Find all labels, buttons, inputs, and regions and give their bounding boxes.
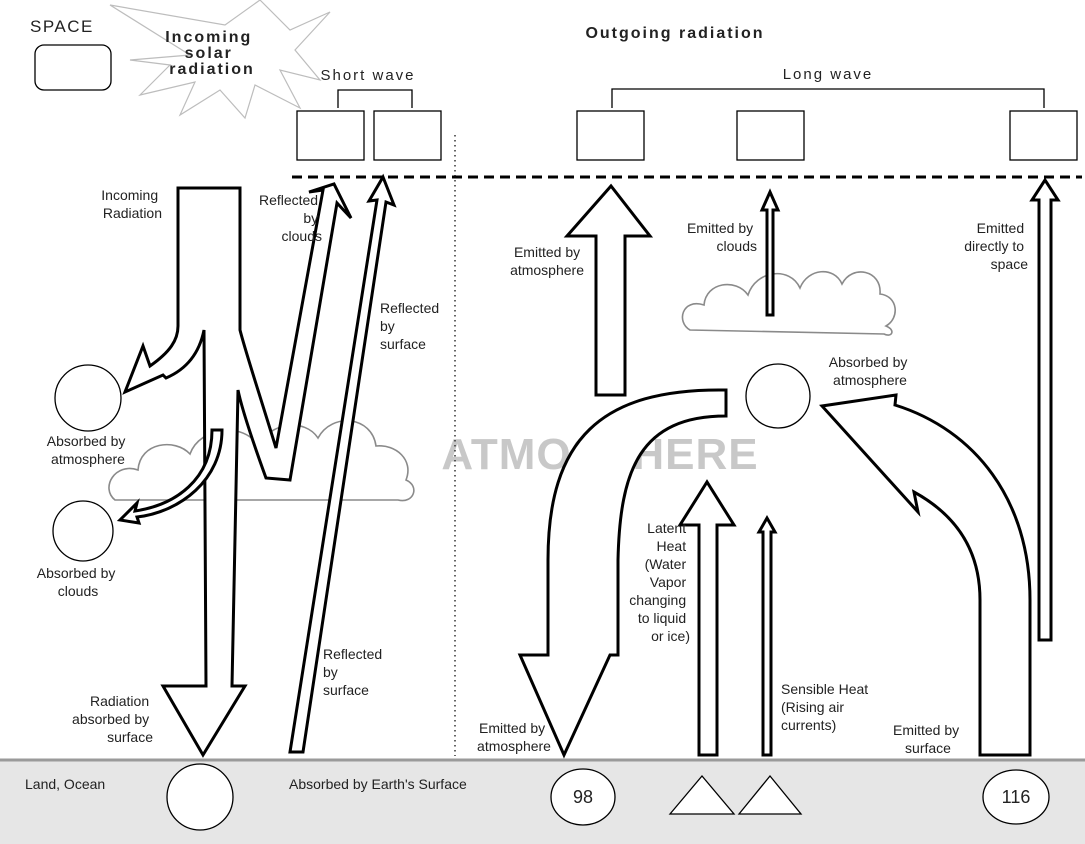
surface-absorbed-circle[interactable] — [167, 764, 233, 830]
reflected-by-surface-upper-label: Reflected by surface — [380, 300, 443, 352]
emitted-by-atmosphere-up-arrow — [567, 186, 650, 395]
emitted-by-surface-label: Emitted by surface — [893, 722, 963, 756]
right-cloud — [682, 272, 895, 335]
emitted-by-atmosphere-up-label: Emitted by atmosphere — [510, 244, 584, 278]
sensible-heat-arrow — [759, 518, 775, 755]
short-wave-clouds-box[interactable] — [297, 111, 364, 160]
absorbed-by-atmosphere-right-circle[interactable] — [746, 364, 810, 428]
latent-heat-label: Latent Heat (Water Vapor changing to liq… — [629, 520, 690, 644]
outgoing-heading: Outgoing radiation — [585, 25, 764, 42]
long-wave-clouds-box[interactable] — [737, 111, 804, 160]
emitted-by-surface-arrow — [822, 395, 1030, 755]
value-98: 98 — [573, 787, 593, 807]
long-wave-direct-box[interactable] — [1010, 111, 1077, 160]
absorbed-by-clouds-circle[interactable] — [53, 501, 113, 561]
land-ocean-label: Land, Ocean — [25, 776, 105, 792]
incoming-solar-heading: Incoming solar radiation — [165, 29, 259, 78]
emitted-by-clouds-label: Emitted by clouds — [687, 220, 757, 254]
surface-band — [0, 759, 1085, 844]
incoming-radiation-label: Incoming Radiation — [101, 187, 162, 221]
emitted-directly-to-space-arrow — [1032, 180, 1058, 640]
space-label: SPACE — [30, 17, 94, 36]
short-wave-label: Short wave — [320, 67, 415, 84]
long-wave-label: Long wave — [783, 66, 874, 83]
space-answer-box[interactable] — [35, 45, 111, 90]
absorbed-by-clouds-label: Absorbed by clouds — [37, 565, 120, 599]
short-wave-surface-box[interactable] — [374, 111, 441, 160]
short-wave-bracket — [338, 90, 412, 108]
absorbed-by-earths-surface-label: Absorbed by Earth's Surface — [289, 776, 467, 792]
value-116: 116 — [1002, 787, 1031, 807]
radiation-absorbed-by-surface-label: Radiation absorbed by surface — [72, 693, 153, 745]
absorbed-by-atmosphere-right-label: Absorbed by atmosphere — [829, 354, 912, 388]
emitted-by-atmosphere-down-label: Emitted by atmosphere — [477, 720, 551, 754]
reflected-by-clouds-label: Reflected by clouds — [259, 192, 322, 244]
absorbed-by-atmosphere-left-circle[interactable] — [55, 365, 121, 431]
long-wave-bracket — [612, 89, 1044, 108]
long-wave-atmosphere-box[interactable] — [577, 111, 644, 160]
sensible-heat-label: Sensible Heat (Rising air currents) — [781, 681, 872, 733]
reflected-by-surface-lower-label: Reflected by surface — [323, 646, 386, 698]
emitted-directly-to-space-label: Emitted directly to space — [964, 220, 1028, 272]
absorbed-by-atmosphere-left-label: Absorbed by atmosphere — [47, 433, 130, 467]
